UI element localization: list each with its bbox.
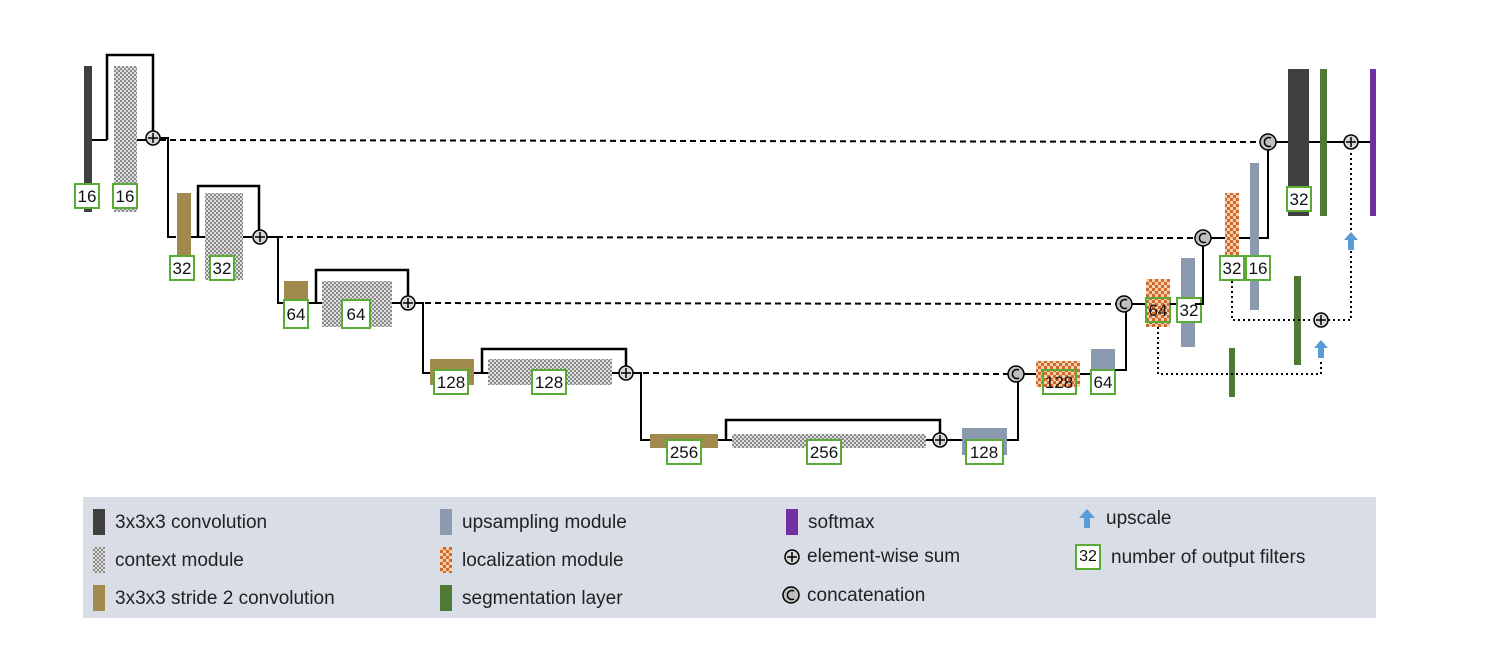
filter-count-label: 128 xyxy=(1045,373,1073,392)
filter-count-label: 32 xyxy=(1180,301,1199,320)
skip-connections xyxy=(159,139,1261,375)
legend-item-context: context module xyxy=(93,547,244,573)
filter-count-example: 32 xyxy=(1075,544,1101,570)
legend-label: element-wise sum xyxy=(807,546,961,567)
filter-count-label: 128 xyxy=(970,443,998,462)
decoder-level-3: 64 32 xyxy=(1115,245,1204,347)
element-wise-sum-icon xyxy=(1343,134,1359,150)
segmentation-layer-block xyxy=(1320,69,1327,216)
filter-count-label: 64 xyxy=(1149,301,1168,320)
legend-item-upscale: upscale xyxy=(1078,507,1172,529)
filter-count-label: 64 xyxy=(287,305,306,324)
filter-count-label: 256 xyxy=(670,443,698,462)
encoder-level-4: 128 128 xyxy=(430,347,634,395)
filter-count-label: 128 xyxy=(535,373,563,392)
upscale-icon xyxy=(1079,509,1095,528)
decoder-level-1: 32 xyxy=(1259,69,1376,216)
element-wise-sum-icon xyxy=(252,229,268,245)
softmax-swatch xyxy=(786,509,798,535)
encoder-level-5: 256 256 xyxy=(650,418,962,465)
stride-conv-swatch xyxy=(93,585,105,611)
localization-module-block xyxy=(1146,279,1170,327)
decoder-level-4: 128 128 64 xyxy=(962,311,1127,465)
upsampling-block xyxy=(1250,163,1259,310)
filter-count-label: 128 xyxy=(437,373,465,392)
legend-item-softmax: softmax xyxy=(786,509,875,535)
legend-item-stride: 3x3x3 stride 2 convolution xyxy=(93,585,335,611)
conv-swatch xyxy=(93,509,105,535)
legend-item-segmentation: segmentation layer xyxy=(440,585,623,611)
legend-label: context module xyxy=(115,549,244,571)
localization-swatch xyxy=(440,547,452,573)
legend-label: localization module xyxy=(462,549,624,571)
filter-count-label: 16 xyxy=(1249,259,1268,278)
legend-label: upsampling module xyxy=(462,511,627,533)
legend: 3x3x3 convolution context module 3x3x3 s… xyxy=(83,497,1376,618)
filter-count-label: 64 xyxy=(1094,373,1113,392)
legend-label: softmax xyxy=(808,511,875,533)
legend-item-sum: element-wise sum xyxy=(783,547,960,566)
deep-supervision-path xyxy=(1157,150,1358,397)
filter-count-label: 16 xyxy=(78,187,97,206)
filter-count-label: 256 xyxy=(810,443,838,462)
concatenation-icon xyxy=(1194,229,1212,247)
segmentation-layer-block xyxy=(1229,348,1235,397)
legend-label: 3x3x3 convolution xyxy=(115,511,268,533)
encoder-level-1: 16 16 xyxy=(74,53,161,212)
concatenation-icon xyxy=(782,586,800,604)
decoder-level-2: 32 16 xyxy=(1194,150,1271,310)
segmentation-swatch xyxy=(440,585,452,611)
filter-count-label: 32 xyxy=(1290,190,1309,209)
legend-item-concat: concatenation xyxy=(781,585,925,605)
legend-label: 3x3x3 stride 2 convolution xyxy=(115,587,335,609)
filter-count-label: 32 xyxy=(213,259,232,278)
stride-conv-block xyxy=(284,281,308,304)
encoder-level-2: 32 32 xyxy=(169,184,268,281)
legend-label: number of output filters xyxy=(1111,546,1306,568)
segmentation-layer-block xyxy=(1294,276,1301,365)
context-swatch xyxy=(93,547,105,573)
upscale-icon xyxy=(1344,232,1358,250)
softmax-block xyxy=(1370,69,1376,216)
legend-item-localization: localization module xyxy=(440,547,624,573)
element-wise-sum-icon xyxy=(932,432,948,448)
encoder-level-3: 64 64 xyxy=(283,268,416,329)
element-wise-sum-icon xyxy=(1313,312,1329,328)
element-wise-sum-icon xyxy=(618,365,634,381)
conv-block xyxy=(1288,69,1309,216)
filter-count-label: 16 xyxy=(116,187,135,206)
filter-count-label: 32 xyxy=(173,259,192,278)
filter-count-label: 32 xyxy=(1223,259,1242,278)
element-wise-sum-icon xyxy=(145,130,161,146)
legend-label: upscale xyxy=(1106,507,1172,529)
conv-block xyxy=(84,66,92,212)
upsampling-swatch xyxy=(440,509,452,535)
element-wise-sum-icon xyxy=(400,295,416,311)
legend-label: segmentation layer xyxy=(462,587,623,609)
concatenation-icon xyxy=(1115,295,1133,313)
filter-count-label: 64 xyxy=(347,305,366,324)
legend-item-upsampling: upsampling module xyxy=(440,509,627,535)
element-wise-sum-icon xyxy=(784,548,800,565)
concatenation-icon xyxy=(1259,133,1277,151)
stride-conv-block xyxy=(177,193,191,260)
legend-label: concatenation xyxy=(807,584,926,606)
legend-item-filters: 32 number of output filters xyxy=(1075,544,1305,570)
context-module-block xyxy=(114,66,137,212)
legend-item-conv: 3x3x3 convolution xyxy=(93,509,267,535)
upscale-icon xyxy=(1314,340,1328,358)
concatenation-icon xyxy=(1007,365,1025,383)
